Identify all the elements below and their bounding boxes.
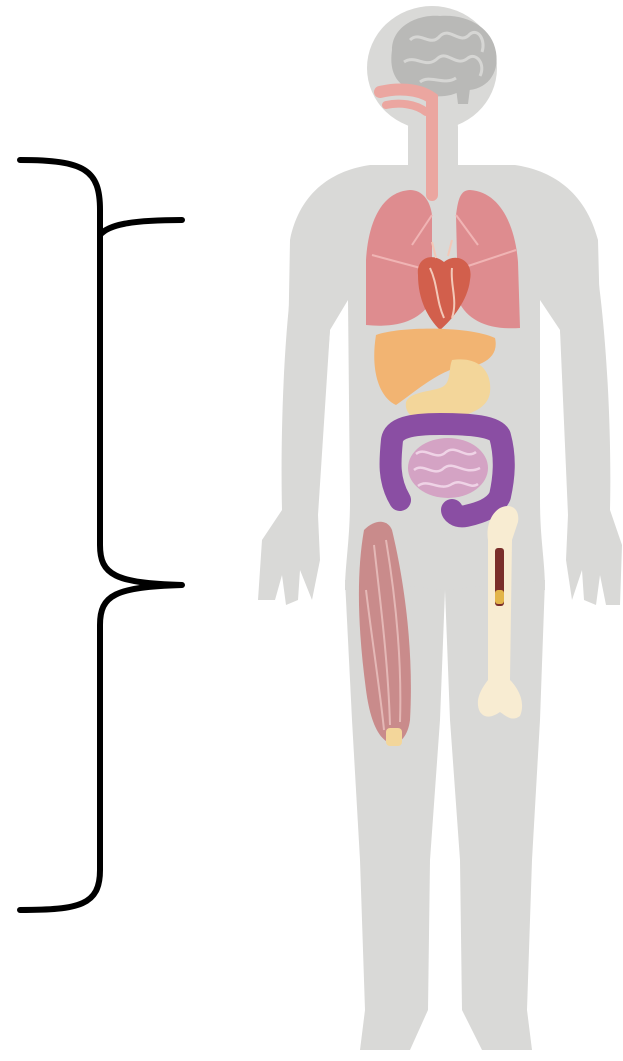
- brace-main-stroke: [20, 160, 182, 910]
- bone-marrow-yellow: [495, 590, 504, 604]
- brainstem: [456, 88, 470, 104]
- body-silhouette: [258, 6, 622, 1050]
- muscle-tendon: [386, 728, 402, 746]
- small-intestine: [408, 438, 488, 498]
- torso: [285, 165, 605, 590]
- brace-upper-branch: [100, 220, 182, 235]
- curly-brace: [20, 160, 182, 910]
